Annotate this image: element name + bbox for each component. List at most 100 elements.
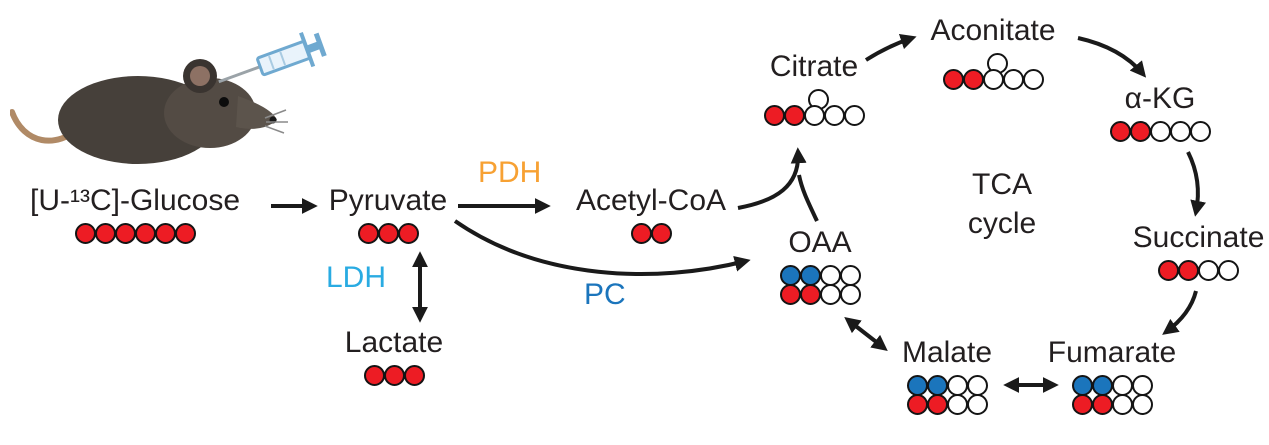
alpha-kg-label: α-KG [1124, 82, 1196, 115]
fumarate-label: Fumarate [1047, 336, 1177, 369]
carbon-dot-unlabeled [1218, 259, 1239, 281]
arrow-aconitate-to-akg [1077, 36, 1147, 78]
carbon-dot-unlabeled [839, 264, 861, 286]
carbon-dot-blue_label [906, 374, 928, 396]
carbon-dot-red_label [906, 393, 928, 415]
line-oaa-to-citrate [797, 174, 819, 222]
carbon-dot-red_label [763, 104, 785, 126]
carbon-dot-row [1071, 374, 1153, 396]
metabolite-alpha-kg: α-KG [1098, 82, 1222, 142]
carbon-dot-blue_label [799, 264, 821, 286]
oaa-label: OAA [788, 226, 852, 259]
glucose-carbon-dots [74, 222, 196, 244]
carbon-dot-unlabeled [803, 104, 825, 126]
carbon-dot-row [906, 374, 988, 396]
enzyme-label-pc: PC [584, 278, 626, 311]
metabolite-pyruvate: Pyruvate [325, 184, 451, 244]
carbon-dot-unlabeled [966, 393, 988, 415]
metabolite-succinate: Succinate [1128, 221, 1269, 281]
acetyl-coa-label: Acetyl-CoA [575, 184, 727, 217]
metabolite-malate: Malate [888, 336, 1006, 415]
enzyme-label-ldh: LDH [326, 261, 387, 294]
carbon-dot-red_label [154, 222, 176, 244]
carbon-dot-red_label [783, 104, 805, 126]
carbon-dot-red_label [1129, 120, 1151, 142]
malate-carbon-dots [906, 374, 988, 415]
carbon-dot-red_label [799, 283, 821, 305]
carbon-dot-red_label [779, 283, 801, 305]
carbon-dot-row [942, 68, 1044, 90]
carbon-dot-unlabeled [1149, 120, 1171, 142]
carbon-dot-red_label [1091, 393, 1113, 415]
carbon-dot-row [1109, 120, 1211, 142]
carbon-dot-blue_label [926, 374, 948, 396]
lactate-carbon-dots [363, 364, 425, 386]
carbon-dot-unlabeled [1111, 374, 1133, 396]
metabolite-glucose: [U-¹³C]-Glucose [2, 184, 268, 244]
carbon-dot-red_label [1109, 120, 1131, 142]
carbon-dot-unlabeled [819, 264, 841, 286]
carbon-dot-unlabeled [843, 104, 865, 126]
carbon-dot-row [1071, 393, 1153, 415]
carbon-dot-red_label [174, 222, 196, 244]
mouse-icon [9, 59, 288, 164]
carbon-dot-row [779, 283, 861, 305]
carbon-dot-red_label [1158, 259, 1179, 281]
metabolite-fumarate: Fumarate [1038, 336, 1186, 415]
carbon-dot-unlabeled [966, 374, 988, 396]
carbon-dot-unlabeled [839, 283, 861, 305]
arrow-akg-to-succinate [1186, 151, 1207, 217]
carbon-dot-row [906, 393, 988, 415]
carbon-dot-red_label [363, 364, 385, 386]
metabolite-oaa: OAA [766, 226, 874, 305]
lactate-label: Lactate [344, 326, 444, 359]
citrate-label: Citrate [769, 50, 859, 83]
metabolite-aconitate: Aconitate [902, 14, 1084, 90]
oaa-carbon-dots [779, 264, 861, 305]
succinate-label: Succinate [1132, 221, 1265, 254]
carbon-dot-unlabeled [1111, 393, 1133, 415]
aconitate-label: Aconitate [930, 14, 1056, 47]
carbon-dot-blue_label [1071, 374, 1093, 396]
carbon-dot-row [74, 222, 196, 244]
enzyme-label-pdh: PDH [478, 156, 542, 189]
carbon-dot-row [357, 222, 419, 244]
metabolite-citrate: Citrate [758, 50, 870, 126]
carbon-dot-unlabeled [1189, 120, 1211, 142]
carbon-dot-unlabeled [1002, 68, 1024, 90]
carbon-dot-red_label [114, 222, 136, 244]
carbon-dot-red_label [377, 222, 399, 244]
carbon-dot-unlabeled [823, 104, 845, 126]
carbon-dot-red_label [397, 222, 419, 244]
carbon-dot-unlabeled [1131, 393, 1153, 415]
carbon-dot-red_label [650, 222, 672, 244]
carbon-dot-unlabeled [982, 68, 1004, 90]
pyruvate-label: Pyruvate [328, 184, 448, 217]
tca-cycle-title: TCA cycle [938, 165, 1066, 243]
carbon-dot-unlabeled [1022, 68, 1044, 90]
pyruvate-carbon-dots [357, 222, 419, 244]
carbon-dot-row [630, 222, 672, 244]
acetyl-coa-carbon-dots [630, 222, 672, 244]
carbon-dot-red_label [134, 222, 156, 244]
aconitate-carbon-dots [942, 52, 1044, 90]
carbon-dot-blue_label [779, 264, 801, 286]
fumarate-carbon-dots [1071, 374, 1153, 415]
metabolite-lactate: Lactate [336, 326, 452, 386]
carbon-dot-red_label [357, 222, 379, 244]
carbon-dot-unlabeled [1198, 259, 1219, 281]
carbon-dot-blue_label [1091, 374, 1113, 396]
arrow-malate-oaa-double [844, 317, 888, 351]
mouse-illustration [9, 14, 330, 176]
carbon-dot-unlabeled [819, 283, 841, 305]
carbon-dot-red_label [942, 68, 964, 90]
carbon-dot-row [363, 364, 425, 386]
succinate-carbon-dots [1158, 259, 1239, 281]
carbon-dot-unlabeled [1131, 374, 1153, 396]
carbon-dot-red_label [962, 68, 984, 90]
carbon-dot-row [779, 264, 861, 286]
syringe-icon [218, 31, 327, 84]
carbon-dot-red_label [74, 222, 96, 244]
glucose-label: [U-¹³C]-Glucose [29, 184, 240, 217]
carbon-dot-unlabeled [1169, 120, 1191, 142]
